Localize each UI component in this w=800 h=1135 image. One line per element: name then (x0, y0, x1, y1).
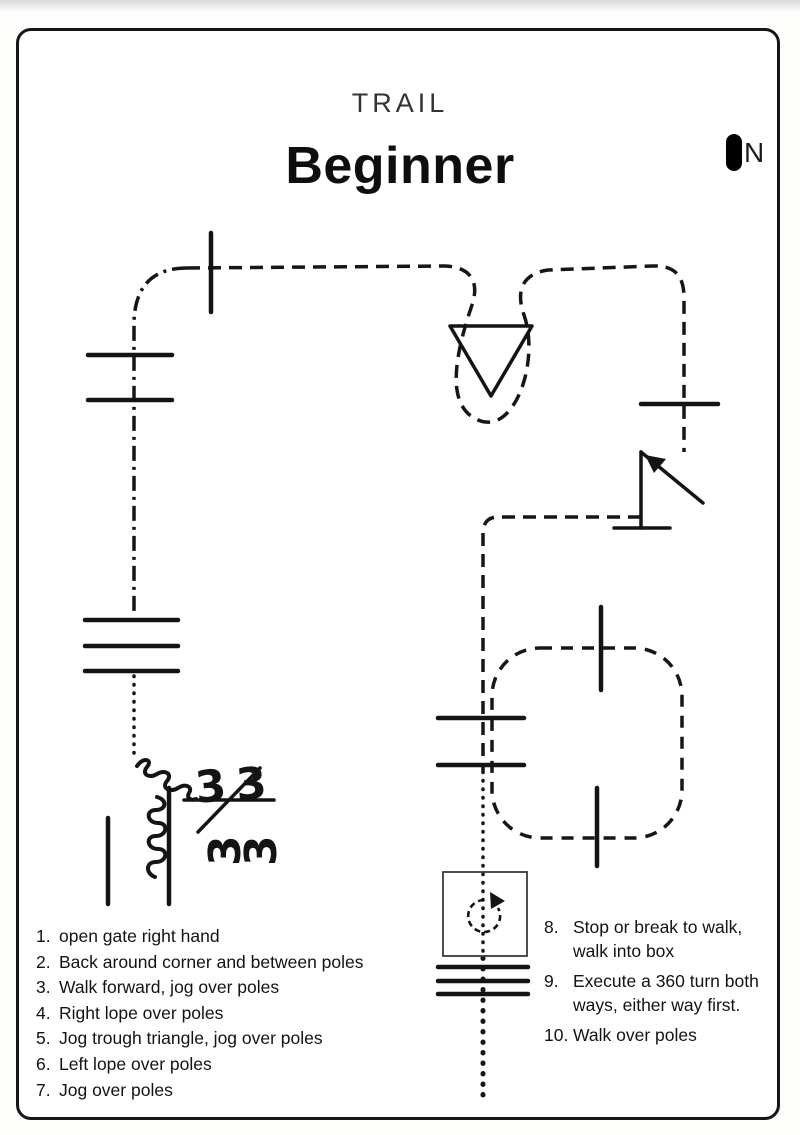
gate-rope-coil-diagonal (135, 758, 198, 802)
course-route (132, 264, 686, 1105)
page-subtitle: Beginner (285, 137, 515, 195)
back-through-markers: 3 3 3 3 (182, 758, 287, 866)
gate-rope-coil-vertical (146, 795, 168, 879)
poles-mid-pair (435, 715, 527, 768)
arrowhead-icon (645, 455, 666, 473)
marker-pole-diagonal (196, 766, 262, 834)
course-path-mid (481, 515, 641, 772)
instruction-item-1: 1.open gate right hand (36, 926, 220, 946)
instruction-item-5: 5.Jog trough triangle, jog over poles (36, 1028, 323, 1049)
instruction-item-9: 9.Execute a 360 turn both ways, either w… (544, 971, 759, 1015)
scan-shade (0, 0, 800, 12)
gate (105, 758, 198, 907)
arrow-obstacle (612, 450, 705, 530)
marker-glyph: 3 (234, 758, 268, 811)
compass-label: N (744, 136, 765, 168)
triangle-obstacle (448, 324, 534, 398)
course-path-left (132, 266, 188, 616)
poles-left-triple (82, 617, 181, 674)
poles-bottom-triple (435, 964, 531, 997)
poles-left-pair (85, 352, 175, 403)
page-title: TRAIL (351, 88, 449, 118)
course-path-lope-circle (490, 646, 684, 840)
instruction-item-10: 10.Walk over poles (544, 1025, 697, 1045)
page-border (16, 28, 780, 1120)
instruction-item-7: 7.Jog over poles (36, 1079, 173, 1100)
instruction-item-8: 8.Stop or break to walk, walk into box (544, 917, 743, 961)
instruction-item-6: 6.Left lope over poles (36, 1053, 212, 1074)
turn-arrow-icon (466, 892, 505, 934)
compass-needle-icon (726, 134, 742, 171)
compass-north-indicator: N (726, 134, 764, 171)
turn-box (442, 871, 528, 957)
marker-glyph: 3 (200, 835, 251, 866)
instruction-item-4: 4.Right lope over poles (36, 1002, 224, 1023)
instruction-item-3: 3.Walk forward, jog over poles (36, 977, 280, 998)
marker-glyph: 3 (193, 760, 229, 814)
course-path-top-loop (186, 264, 686, 452)
obstacles (82, 230, 721, 997)
instructions-left: 1.open gate right hand 2.Back around cor… (36, 924, 448, 1103)
marker-glyph: 3 (236, 835, 287, 866)
instructions-right: 8.Stop or break to walk, walk into box 9… (544, 916, 772, 1055)
instruction-item-2: 2.Back around corner and between poles (36, 951, 364, 972)
